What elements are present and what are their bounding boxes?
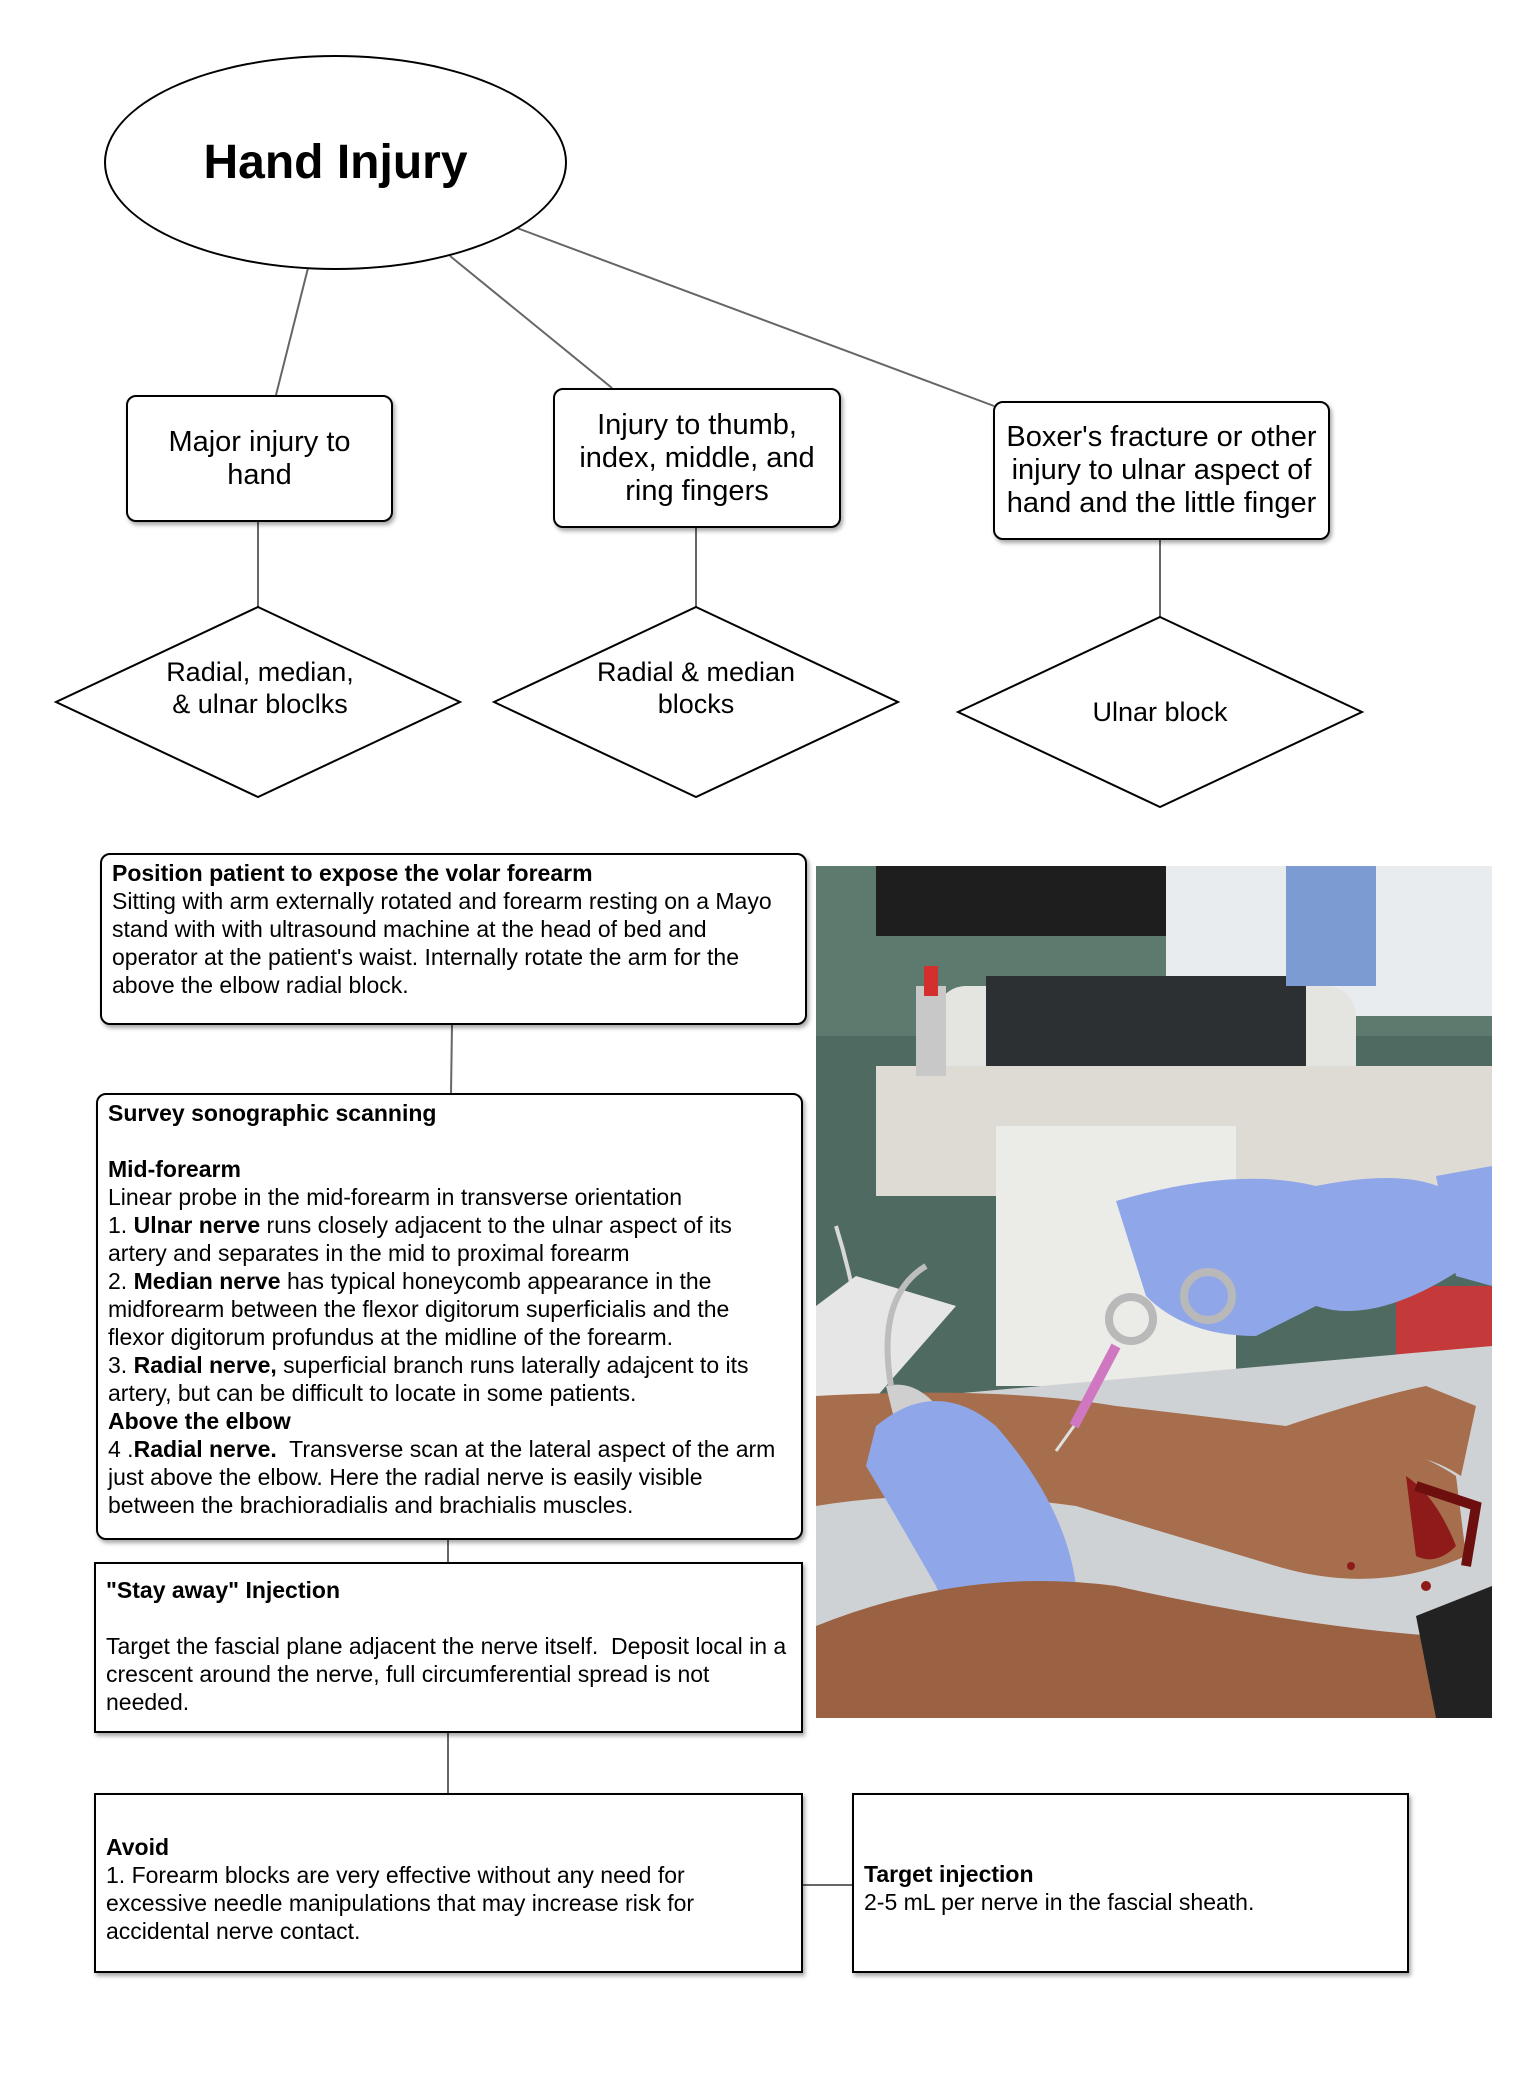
mid-forearm-intro: Linear probe in the mid-forearm in trans… xyxy=(108,1184,683,1210)
above-elbow-heading: Above the elbow xyxy=(108,1408,291,1434)
avoid-body: 1. Forearm blocks are very effective wit… xyxy=(106,1862,695,1944)
mid-forearm-heading: Mid-forearm xyxy=(108,1156,241,1182)
branch-2-block: Radial & median blocks xyxy=(596,657,796,719)
position-step: Position patient to expose the volar for… xyxy=(100,853,807,1025)
position-body: Sitting with arm externally rotated and … xyxy=(112,888,772,998)
injection-title: "Stay away" Injection xyxy=(106,1577,340,1603)
survey-title: Survey sonographic scanning xyxy=(108,1100,437,1126)
survey-item-ulnar: 1. Ulnar nerve runs closely adjacent to … xyxy=(108,1212,732,1266)
target-body: 2-5 mL per nerve in the fascial sheath. xyxy=(864,1889,1255,1915)
target-title: Target injection xyxy=(864,1861,1034,1887)
branch-3-block: Ulnar block xyxy=(1092,697,1228,727)
target-step: Target injection 2-5 mL per nerve in the… xyxy=(852,1793,1409,1973)
diamond-shape-2 xyxy=(491,605,901,799)
root-node: Hand Injury xyxy=(104,55,567,270)
procedure-photo xyxy=(816,866,1492,1718)
position-title: Position patient to expose the volar for… xyxy=(112,860,593,886)
branch-1-condition: Major injury to hand xyxy=(126,395,393,522)
survey-item-radial-elbow: 4 .Radial nerve. Transverse scan at the … xyxy=(108,1436,782,1518)
branch-2-condition: Injury to thumb, index, middle, and ring… xyxy=(553,388,841,528)
root-title: Hand Injury xyxy=(203,136,468,189)
injection-step: "Stay away" Injection Target the fascial… xyxy=(94,1562,803,1733)
diamond-shape-3 xyxy=(955,615,1365,809)
survey-item-radial: 3. Radial nerve, superficial branch runs… xyxy=(108,1352,749,1406)
avoid-title: Avoid xyxy=(106,1834,170,1860)
injection-body: Target the fascial plane adjacent the ne… xyxy=(106,1633,793,1715)
survey-item-median: 2. Median nerve has typical honeycomb ap… xyxy=(108,1268,730,1350)
branch-3-condition: Boxer's fracture or other injury to ulna… xyxy=(993,401,1330,540)
survey-step: Survey sonographic scanning Mid-forearm … xyxy=(96,1093,803,1540)
diamond-shape-1 xyxy=(53,605,463,799)
branch-1-block: Radial, median, & ulnar bloclks xyxy=(166,657,354,719)
avoid-step: Avoid 1. Forearm blocks are very effecti… xyxy=(94,1793,803,1973)
